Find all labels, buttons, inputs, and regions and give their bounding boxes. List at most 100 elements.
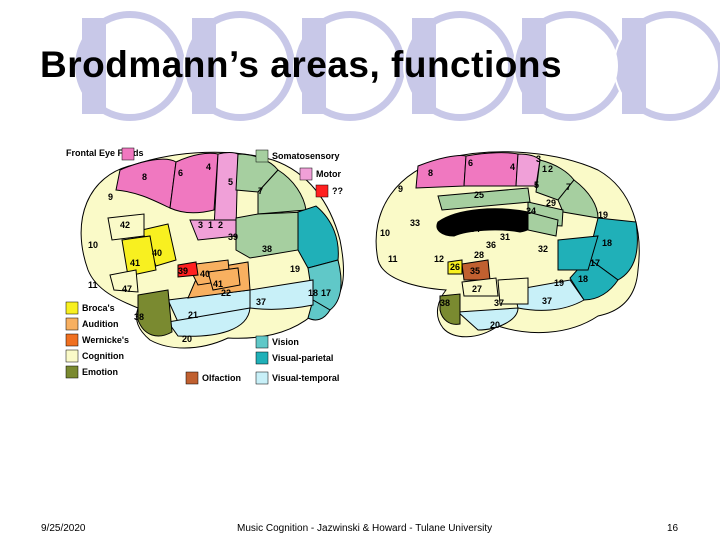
medial-label-32: 33 xyxy=(410,218,420,228)
area-label-46: 42 xyxy=(120,220,130,230)
area-label-10: 10 xyxy=(88,240,98,250)
area-43-region xyxy=(177,261,199,278)
medial-label-19b: 19 xyxy=(554,278,564,288)
area-20-region xyxy=(167,307,251,337)
area-label-9: 9 xyxy=(108,192,113,202)
legend-label-visual-parietal: Visual-parietal xyxy=(272,353,333,363)
medial-area-23 xyxy=(527,211,559,237)
legend-swatch-motor xyxy=(299,167,313,181)
legend-top: Frontal Eye Fields Somatosensory Motor ?… xyxy=(66,147,343,198)
medial-area-24 xyxy=(437,187,531,211)
legend-label-olfaction: Olfaction xyxy=(202,373,241,383)
area-label-45: 41 xyxy=(130,258,140,268)
medial-label-1: 1 xyxy=(542,164,547,174)
area-label-20: 20 xyxy=(182,334,192,344)
legend-swatch-olfaction xyxy=(185,371,199,385)
medial-area-36 xyxy=(497,277,529,305)
area-label-38: 38 xyxy=(134,312,144,322)
legend-label-cognition: Cognition xyxy=(82,351,124,361)
medial-area-17 xyxy=(557,235,599,271)
area-label-2: 2 xyxy=(218,220,223,230)
slide-title: Brodmann’s areas, functions xyxy=(40,44,563,85)
medial-area-4 xyxy=(515,153,541,187)
legend-label-emotion: Emotion xyxy=(82,367,118,377)
legend-label-visual-temporal: Visual-temporal xyxy=(272,373,339,383)
medial-label-17: 17 xyxy=(590,258,600,268)
medial-label-18b: 18 xyxy=(578,274,588,284)
medial-label-25: 26 xyxy=(450,262,460,272)
legend-label-unknown: ?? xyxy=(332,186,343,196)
area-label-43: 39 xyxy=(178,266,188,276)
area-39-region xyxy=(297,205,339,269)
legend-swatch-emotion xyxy=(65,365,79,379)
medial-label-37: 37 xyxy=(542,296,552,306)
medial-label-34: 35 xyxy=(470,266,480,276)
medial-label-28: 27 xyxy=(472,284,482,294)
area-label-11: 11 xyxy=(88,280,98,290)
footer-date: 9/25/2020 xyxy=(41,523,86,534)
medial-label-2: 2 xyxy=(548,164,553,174)
area-label-41: 40 xyxy=(200,269,210,279)
area-37-region xyxy=(249,279,314,310)
medial-callosum xyxy=(436,208,535,237)
area-label-5: 5 xyxy=(228,177,233,187)
legend-bottom-left: Broca's Audition Wernicke's Cognition Em… xyxy=(65,301,129,379)
legend-label-vision: Vision xyxy=(272,337,299,347)
medial-label-3: 3 xyxy=(536,154,541,164)
medial-label-26: 28 xyxy=(502,220,512,230)
medial-label-18: 18 xyxy=(602,238,612,248)
medial-label-19: 19 xyxy=(598,210,608,220)
legend-swatch-audition xyxy=(65,317,79,331)
medial-label-24: 25 xyxy=(474,190,484,200)
medial-label-4: 4 xyxy=(510,162,515,172)
legend-swatch-unknown xyxy=(315,184,329,198)
area-label-21: 21 xyxy=(188,310,198,320)
legend-label-wernicke: Wernicke's xyxy=(82,335,129,345)
legend-label-broca: Broca's xyxy=(82,303,115,313)
medial-label-10: 10 xyxy=(380,228,390,238)
medial-label-9: 9 xyxy=(398,184,403,194)
medial-area-7 xyxy=(557,179,599,219)
legend-swatch-visual-temporal xyxy=(255,371,269,385)
legend-label-frontal-eye-fields: Frontal Eye Fields xyxy=(66,148,144,158)
medial-label-33: 34 xyxy=(470,224,480,234)
medial-area-37 xyxy=(513,279,585,311)
area-4-region xyxy=(213,152,239,229)
medial-brain-view xyxy=(375,151,640,338)
area-47-region xyxy=(109,269,139,293)
area-label-42: 41 xyxy=(213,279,223,289)
area-label-17: 17 xyxy=(321,288,331,298)
medial-area-numbers: 8 6 4 3 1 2 5 7 9 25 29 19 33 24 28 34 3… xyxy=(380,154,612,330)
medial-area-38 xyxy=(439,293,461,325)
legend-label-audition: Audition xyxy=(82,319,119,329)
area-label-1: 1 xyxy=(208,220,213,230)
area-label-8: 8 xyxy=(142,172,147,182)
area-46-region xyxy=(107,213,145,241)
legend-swatch-wernicke xyxy=(65,333,79,347)
area-label-39: 38 xyxy=(262,244,272,254)
medial-label-35: 36 xyxy=(486,240,496,250)
area-label-19: 19 xyxy=(290,264,300,274)
medial-area-28 xyxy=(461,277,499,297)
medial-label-12: 12 xyxy=(434,254,444,264)
legend-swatch-broca xyxy=(65,301,79,315)
area-38-region xyxy=(137,289,173,337)
legend-swatch-frontal-eye-fields xyxy=(121,147,135,161)
area-label-44: 40 xyxy=(152,248,162,258)
medial-label-20: 20 xyxy=(490,320,500,330)
brodmann-figure: 8 6 4 5 7 9 42 10 3 1 2 39 38 40 41 39 4… xyxy=(65,147,640,385)
legend-swatch-visual-parietal xyxy=(255,351,269,365)
medial-label-36: 37 xyxy=(494,298,504,308)
medial-label-30: 32 xyxy=(538,244,548,254)
medial-label-23: 24 xyxy=(526,206,536,216)
lateral-brain-view xyxy=(80,151,345,349)
legend-swatch-vision xyxy=(255,335,269,349)
lateral-area-numbers: 8 6 4 5 7 9 42 10 3 1 2 39 38 40 41 39 4… xyxy=(88,162,331,344)
area-label-47: 47 xyxy=(122,284,132,294)
title-decoration-circles xyxy=(73,9,720,123)
medial-label-7: 7 xyxy=(566,182,571,192)
area-label-40: 39 xyxy=(228,232,238,242)
medial-area-20 xyxy=(456,307,519,331)
area-label-18: 18 xyxy=(308,288,318,298)
area-label-37: 37 xyxy=(256,297,266,307)
